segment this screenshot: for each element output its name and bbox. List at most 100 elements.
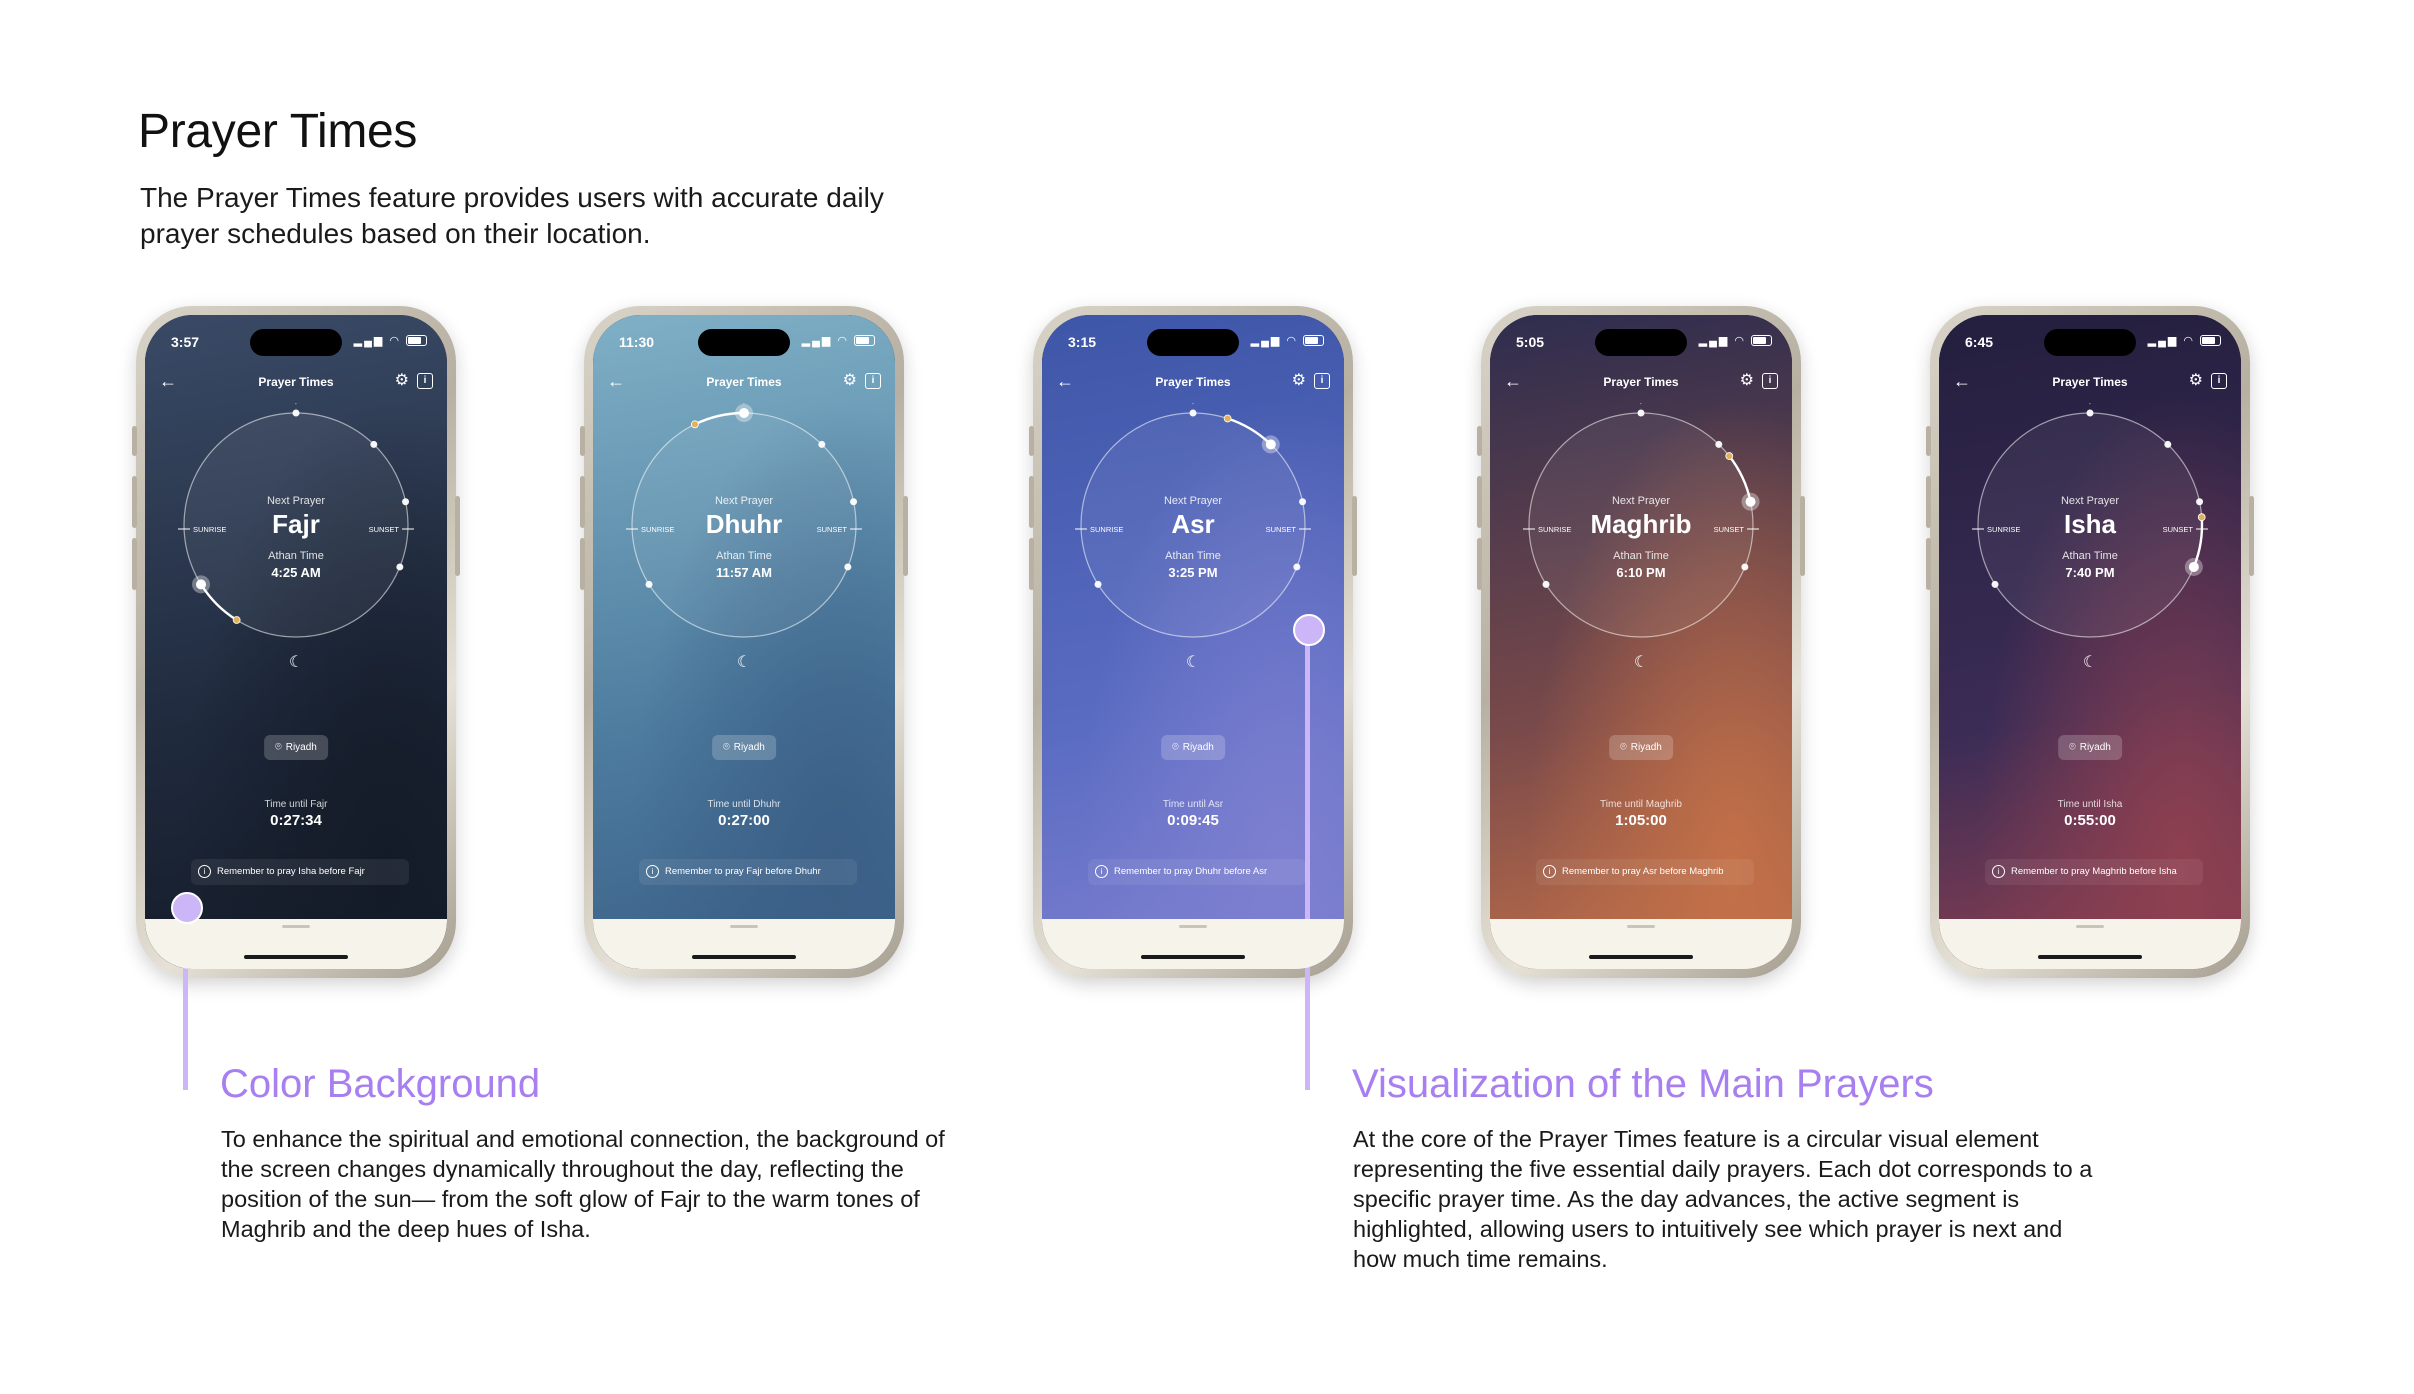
location-pin-icon: ⌾ <box>723 741 730 753</box>
location-label: Riyadh <box>2079 742 2111 753</box>
sunrise-label: SUNRISE <box>1538 525 1571 534</box>
home-indicator <box>2038 955 2142 959</box>
prayer-dot <box>2196 498 2204 506</box>
next-prayer-label: Next Prayer <box>714 495 774 507</box>
time-until-label: Time until Fajr <box>264 799 328 810</box>
active-prayer-dot <box>739 408 749 418</box>
dynamic-island <box>698 329 790 356</box>
back-arrow-icon[interactable]: ← <box>1056 371 1074 391</box>
location-label: Riyadh <box>733 742 765 753</box>
info-circle-icon: i <box>646 865 659 878</box>
location-chip[interactable]: ⌾Riyadh <box>264 735 328 760</box>
gear-icon[interactable]: ⚙ <box>394 372 409 389</box>
status-icons: ▂▄▆ ◠ <box>2148 334 2221 347</box>
info-icon[interactable]: i <box>417 373 433 389</box>
callout-line-color <box>183 905 188 1090</box>
prayer-dot <box>2086 409 2094 417</box>
info-icon[interactable]: i <box>2211 373 2227 389</box>
gear-icon[interactable]: ⚙ <box>1739 372 1754 389</box>
battery-icon <box>1751 335 1772 346</box>
location-label: Riyadh <box>1182 742 1214 753</box>
sheet-grabber[interactable] <box>1627 925 1655 928</box>
bottom-sheet[interactable] <box>593 919 895 969</box>
bottom-sheet[interactable] <box>1490 919 1792 969</box>
battery-icon <box>1303 335 1324 346</box>
location-label: Riyadh <box>285 742 317 753</box>
sheet-grabber[interactable] <box>1179 925 1207 928</box>
bottom-sheet[interactable] <box>1042 919 1344 969</box>
prayer-dot <box>844 563 852 571</box>
info-icon[interactable]: i <box>865 373 881 389</box>
reminder-banner[interactable]: i Remember to pray Fajr before Dhuhr <box>639 859 857 885</box>
back-arrow-icon[interactable]: ← <box>159 371 177 391</box>
athan-time-value: 3:25 PM <box>1168 565 1218 580</box>
reminder-text: Remember to pray Isha before Fajr <box>217 866 365 877</box>
time-until-label: Time until Maghrib <box>1600 799 1682 810</box>
back-arrow-icon[interactable]: ← <box>1504 371 1522 391</box>
sheet-grabber[interactable] <box>2076 925 2104 928</box>
prayer-dot <box>402 498 410 506</box>
next-prayer-name: Maghrib <box>1590 509 1692 539</box>
prayer-center: Next Prayer Fajr Athan Time 4:25 AM <box>145 495 447 580</box>
info-icon[interactable]: i <box>1314 373 1330 389</box>
reminder-banner[interactable]: i Remember to pray Asr before Maghrib <box>1536 859 1754 885</box>
sun-icon: ☼ <box>1634 403 1649 407</box>
location-pin-icon: ⌾ <box>275 741 282 753</box>
gear-icon[interactable]: ⚙ <box>1291 372 1306 389</box>
home-indicator <box>1141 955 1245 959</box>
sun-icon: ☼ <box>1186 403 1201 407</box>
page-title: Prayer Times <box>138 105 418 158</box>
reminder-banner[interactable]: i Remember to pray Maghrib before Isha <box>1985 859 2203 885</box>
back-arrow-icon[interactable]: ← <box>1953 371 1971 391</box>
prayer-center: Next Prayer Dhuhr Athan Time 11:57 AM <box>593 495 895 580</box>
location-chip[interactable]: ⌾Riyadh <box>1161 735 1225 760</box>
nav-title: Prayer Times <box>1603 375 1679 389</box>
location-pin-icon: ⌾ <box>1620 741 1627 753</box>
battery-icon <box>2200 335 2221 346</box>
home-indicator <box>692 955 796 959</box>
reminder-text: Remember to pray Fajr before Dhuhr <box>665 866 821 877</box>
prayer-dot <box>1637 409 1645 417</box>
prayer-dot <box>1715 440 1723 448</box>
callout-dot-color[interactable] <box>171 892 203 924</box>
sun-icon: ☼ <box>2083 403 2098 407</box>
previous-prayer-dot <box>2197 513 2206 522</box>
time-until-value: 0:27:34 <box>270 812 322 829</box>
sunrise-label: SUNRISE <box>1090 525 1123 534</box>
screen-background <box>1939 315 2241 969</box>
prayer-dot <box>1542 580 1550 588</box>
nav-bar: ← Prayer Times ⚙ i <box>159 371 433 395</box>
reminder-banner[interactable]: i Remember to pray Dhuhr before Asr <box>1088 859 1306 885</box>
info-icon[interactable]: i <box>1762 373 1778 389</box>
callout-dot-visualization[interactable] <box>1293 614 1325 646</box>
time-until-value: 1:05:00 <box>1615 812 1667 829</box>
status-icons: ▂▄▆ ◠ <box>1251 334 1324 347</box>
next-prayer-name: Dhuhr <box>705 509 783 539</box>
location-chip[interactable]: ⌾Riyadh <box>1609 735 1673 760</box>
reminder-banner[interactable]: i Remember to pray Isha before Fajr <box>191 859 409 885</box>
bottom-sheet[interactable] <box>145 919 447 969</box>
location-chip[interactable]: ⌾Riyadh <box>712 735 776 760</box>
nav-bar: ← Prayer Times ⚙ i <box>607 371 881 395</box>
screen-background <box>1490 315 1792 969</box>
wifi-icon: ◠ <box>837 335 849 347</box>
location-chip[interactable]: ⌾Riyadh <box>2058 735 2122 760</box>
phone-mockup: 3:57 ▂▄▆ ◠ ← Prayer Times ⚙ i ☼☾SUNRISES… <box>132 306 460 978</box>
gear-icon[interactable]: ⚙ <box>2188 372 2203 389</box>
signal-icon: ▂▄▆ <box>1698 335 1730 347</box>
back-arrow-icon[interactable]: ← <box>607 371 625 391</box>
dynamic-island <box>1147 329 1239 356</box>
sheet-grabber[interactable] <box>730 925 758 928</box>
athan-time-label: Athan Time <box>268 550 324 562</box>
sheet-grabber[interactable] <box>282 925 310 928</box>
athan-time-value: 11:57 AM <box>716 565 772 580</box>
home-indicator <box>244 955 348 959</box>
time-until-label: Time until Isha <box>2057 799 2123 810</box>
bottom-sheet[interactable] <box>1939 919 2241 969</box>
prayer-center: Next Prayer Isha Athan Time 7:40 PM <box>1939 495 2241 580</box>
gear-icon[interactable]: ⚙ <box>842 372 857 389</box>
next-prayer-name: Isha <box>2063 509 2117 539</box>
